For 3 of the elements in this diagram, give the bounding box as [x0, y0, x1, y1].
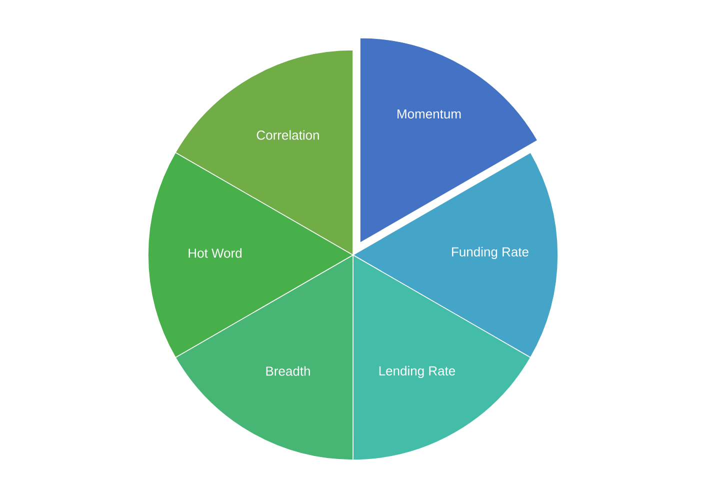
pie-slice: Momentum [360, 37, 538, 244]
pie-slice: Hot Word [148, 152, 354, 358]
pie-slice: Funding Rate [352, 152, 558, 358]
